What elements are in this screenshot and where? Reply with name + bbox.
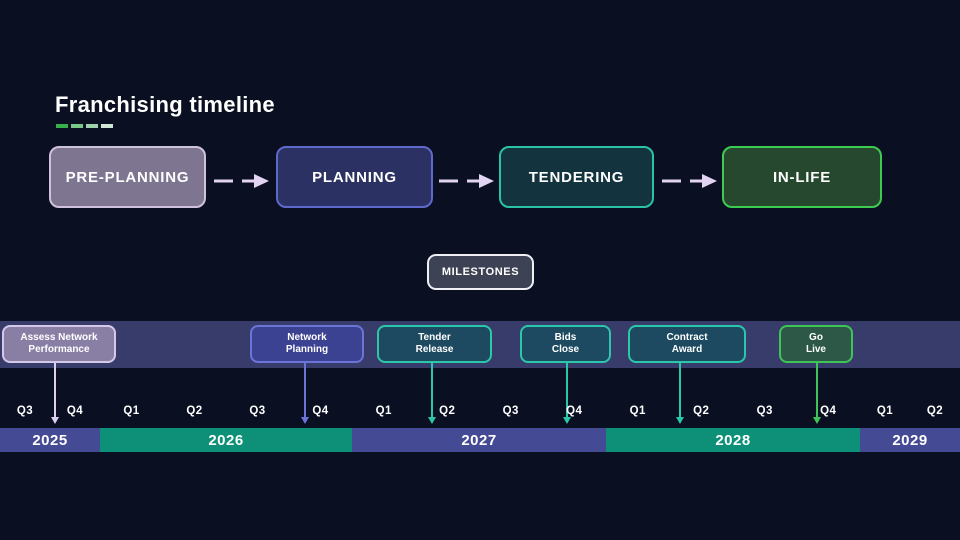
milestone-pointer-go-live	[813, 363, 821, 424]
milestone-label: Go Live	[805, 331, 826, 356]
stage-label: TENDERING	[528, 168, 625, 186]
quarter-label-2027-Q4: Q4	[566, 405, 583, 417]
milestone-go-live[interactable]: Go Live	[779, 325, 853, 363]
milestone-label: Network Planning	[285, 331, 329, 356]
year-label: 2027	[461, 431, 497, 449]
milestone-label: Tender Release	[415, 331, 454, 356]
stage-planning[interactable]: PLANNING	[276, 146, 433, 208]
page-title: Franchising timeline	[55, 92, 275, 117]
milestones-header[interactable]: MILESTONES	[427, 254, 534, 290]
milestone-pointer-assess-network-performance	[51, 363, 59, 424]
quarter-label-2028-Q3: Q3	[756, 405, 773, 417]
down-arrow-icon	[428, 417, 436, 424]
down-arrow-icon	[813, 417, 821, 424]
right-arrow-icon	[662, 174, 717, 188]
quarter-label-2025-Q3: Q3	[16, 405, 34, 417]
milestone-bids-close[interactable]: Bids Close	[520, 325, 611, 363]
stage-pre-planning[interactable]: PRE-PLANNING	[49, 146, 206, 208]
quarter-label-2027-Q2: Q2	[439, 405, 456, 417]
quarter-label-2028-Q1: Q1	[629, 405, 646, 417]
milestone-tender-release[interactable]: Tender Release	[377, 325, 492, 363]
milestone-pointer-contract-award	[676, 363, 684, 424]
year-label: 2026	[208, 431, 244, 449]
milestone-label: Assess Network Performance	[20, 331, 98, 356]
title-accent-dashes-icon	[56, 124, 113, 128]
down-arrow-icon	[51, 417, 59, 424]
down-arrow-icon	[301, 417, 309, 424]
year-label: 2029	[892, 431, 928, 449]
milestone-contract-award[interactable]: Contract Award	[628, 325, 746, 363]
year-segment-2025[interactable]: 2025	[0, 428, 100, 452]
year-segment-2027[interactable]: 2027	[352, 428, 606, 452]
milestone-assess-network-performance[interactable]: Assess Network Performance	[2, 325, 116, 363]
quarter-label-2026-Q2: Q2	[186, 405, 203, 417]
milestone-pointer-tender-release	[428, 363, 436, 424]
year-label: 2028	[715, 431, 751, 449]
milestone-label: Contract Award	[666, 331, 708, 356]
down-arrow-icon	[563, 417, 571, 424]
quarter-label-2027-Q1: Q1	[375, 405, 392, 417]
stage-label: IN-LIFE	[772, 168, 832, 186]
milestones-header-label: MILESTONES	[441, 266, 520, 278]
milestone-pointer-network-planning	[301, 363, 309, 424]
quarter-label-2027-Q3: Q3	[502, 405, 519, 417]
right-arrow-icon	[214, 174, 269, 188]
quarter-label-2025-Q4: Q4	[66, 405, 84, 417]
quarter-label-2028-Q4: Q4	[820, 405, 837, 417]
stage-tendering[interactable]: TENDERING	[499, 146, 654, 208]
milestone-pointer-bids-close	[563, 363, 571, 424]
right-arrow-icon	[439, 174, 494, 188]
quarter-label-2028-Q2: Q2	[693, 405, 710, 417]
year-segment-2026[interactable]: 2026	[100, 428, 352, 452]
milestone-label: Bids Close	[551, 331, 580, 356]
down-arrow-icon	[676, 417, 684, 424]
quarter-label-2026-Q4: Q4	[312, 405, 329, 417]
stage-label: PRE-PLANNING	[65, 168, 190, 186]
quarter-label-2026-Q3: Q3	[249, 405, 266, 417]
milestone-network-planning[interactable]: Network Planning	[250, 325, 364, 363]
quarter-label-2026-Q1: Q1	[123, 405, 140, 417]
quarter-label-2029-Q1: Q1	[876, 405, 894, 417]
quarter-label-2029-Q2: Q2	[926, 405, 944, 417]
year-segment-2029[interactable]: 2029	[860, 428, 960, 452]
stage-label: PLANNING	[312, 168, 397, 186]
year-label: 2025	[32, 431, 68, 449]
stage-in-life[interactable]: IN-LIFE	[722, 146, 882, 208]
year-segment-2028[interactable]: 2028	[606, 428, 860, 452]
